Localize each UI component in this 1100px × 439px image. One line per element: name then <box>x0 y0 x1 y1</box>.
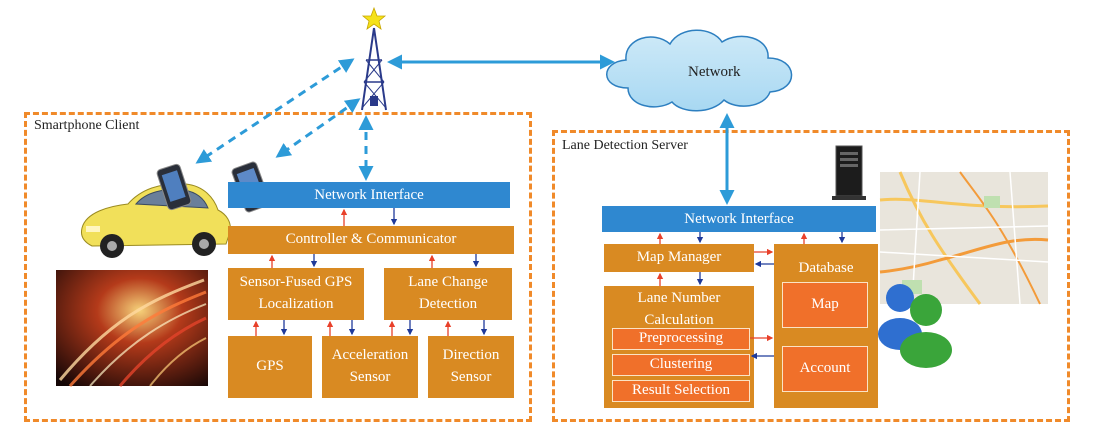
account-store: Account <box>782 346 868 392</box>
server-network-interface: Network Interface <box>602 206 876 232</box>
direction-sensor: Direction Sensor <box>428 336 514 398</box>
result-selection: Result Selection <box>612 380 750 402</box>
sensor-fused-gps-localization: Sensor-Fused GPS Localization <box>228 268 364 320</box>
lane-change-detection-label: Lane Change Detection <box>408 274 488 312</box>
controller-communicator: Controller & Communicator <box>228 226 514 254</box>
lane-change-detection: Lane Change Detection <box>384 268 512 320</box>
sensor-fused-gps-localization-label: Sensor-Fused GPS Localization <box>239 274 353 312</box>
map-manager: Map Manager <box>604 244 754 272</box>
map-store: Map <box>782 282 868 328</box>
cell-tower-icon <box>361 6 387 111</box>
acceleration-sensor-label: Acceleration Sensor <box>331 347 409 385</box>
acceleration-sensor: Acceleration Sensor <box>322 336 418 398</box>
database-label: Database <box>798 260 854 276</box>
client-network-interface: Network Interface <box>228 182 510 208</box>
lane-detection-server-label: Lane Detection Server <box>562 138 688 153</box>
clustering: Clustering <box>612 354 750 376</box>
lane-number-calculation-label: Lane Number Calculation <box>637 290 721 328</box>
smartphone-client-label: Smartphone Client <box>34 118 140 133</box>
lane-detection-server-region <box>552 130 1070 422</box>
gps-sensor: GPS <box>228 336 312 398</box>
network-cloud-label: Network <box>688 64 741 80</box>
preprocessing: Preprocessing <box>612 328 750 350</box>
direction-sensor-label: Direction Sensor <box>442 347 500 385</box>
